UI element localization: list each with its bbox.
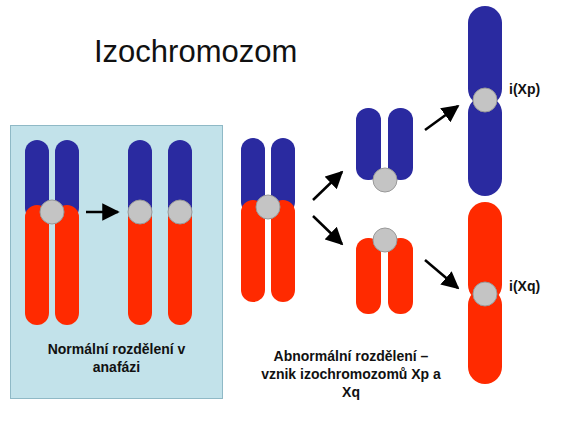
panel-text-holder: Normální rozdělení v anafázi: [19, 340, 214, 376]
split-arrow: [313, 172, 342, 200]
result-arrow: [425, 106, 458, 130]
short-arm-pair: [356, 108, 413, 192]
isochromosome-xq: [468, 202, 502, 384]
isochromosome-label: i(Xp): [509, 80, 563, 98]
division-arrow: [86, 211, 118, 214]
result-arrow: [425, 260, 458, 288]
isochromosome-label: i(Xq): [509, 277, 563, 295]
isochromosome-xp: [468, 6, 502, 196]
panel-caption: Normální rozdělení v anafázi: [32, 340, 202, 376]
x-chromosome: [241, 138, 295, 302]
abnormal-caption: Abnormální rozdělení – vznik izochromozo…: [255, 347, 447, 401]
long-arm-pair: [356, 228, 413, 314]
split-arrow: [313, 216, 342, 244]
diagram-title: Izochromozom: [94, 34, 297, 70]
